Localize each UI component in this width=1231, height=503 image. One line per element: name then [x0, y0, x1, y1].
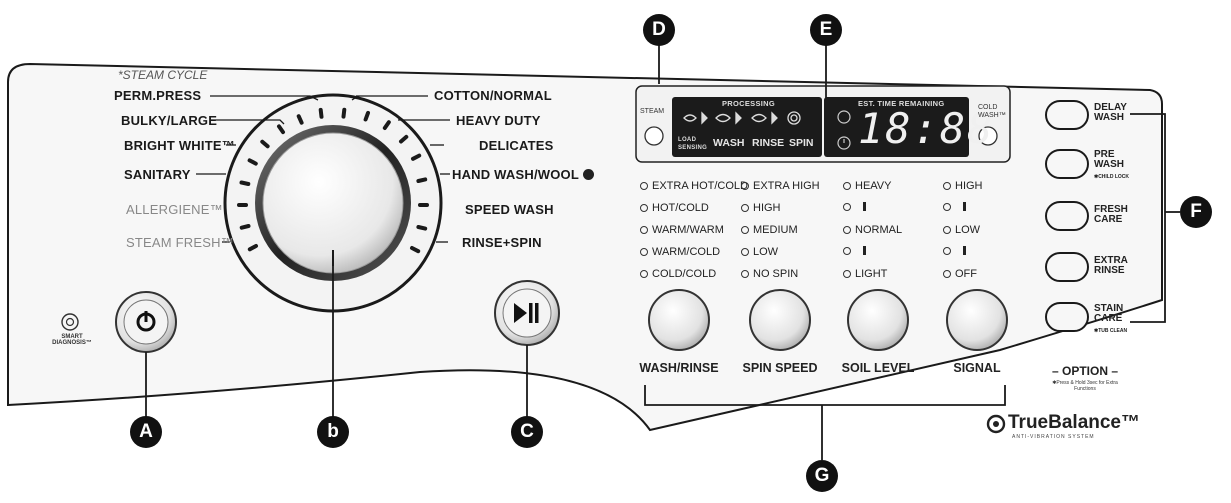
wash-stage: WASH	[713, 137, 745, 149]
signal-step	[943, 246, 966, 255]
rinse-stage: RINSE	[752, 137, 785, 149]
callout-d: D	[643, 14, 675, 46]
selector-knobs	[648, 289, 1008, 351]
signal-option: LOW	[943, 224, 980, 236]
spin-speed-knob[interactable]	[750, 290, 810, 350]
clock-icons	[837, 110, 851, 150]
truebalance-tagline: ANTI-VIBRATION SYSTEM	[1012, 434, 1095, 440]
spin-speed-option: EXTRA HIGH	[741, 180, 820, 192]
signal-step	[943, 202, 966, 211]
steam-cycle-note: *STEAM CYCLE	[118, 68, 208, 82]
callout-g: G	[806, 460, 838, 492]
cycle-rinse-spin[interactable]: RINSE+SPIN	[462, 235, 542, 250]
wash-rinse-option: HOT/COLD	[640, 202, 709, 214]
soil-level-option: LIGHT	[843, 268, 887, 280]
callout-lines	[145, 44, 1180, 460]
processing-label: PROCESSING	[722, 99, 776, 108]
callout-b: b	[317, 416, 349, 448]
signal-knob[interactable]	[947, 290, 1007, 350]
signal-option: HIGH	[943, 180, 983, 192]
spin-speed-option: HIGH	[741, 202, 781, 214]
dial-tick-marks	[237, 107, 429, 254]
soil-level-knob-label[interactable]: SOIL LEVEL	[841, 361, 915, 375]
spin-speed-option: LOW	[741, 246, 778, 258]
callout-a: A	[130, 416, 162, 448]
process-icons	[683, 111, 801, 125]
wash-rinse-option: WARM/WARM	[640, 224, 724, 236]
cycle-delicates[interactable]: DELICATES	[479, 138, 554, 153]
cycle-cotton-normal[interactable]: COTTON/NORMAL	[434, 88, 552, 103]
wash-rinse-option: EXTRA HOT/COLD	[640, 180, 748, 192]
spin-speed-option: MEDIUM	[741, 224, 798, 236]
cycle-hand-wash-wool[interactable]: HAND WASH/WOOL	[452, 167, 594, 182]
soil-level-option: NORMAL	[843, 224, 902, 236]
cycle-steam-fresh[interactable]: STEAM FRESH™	[126, 235, 234, 250]
callout-e: E	[810, 14, 842, 46]
signal-knob-label[interactable]: SIGNAL	[953, 361, 1001, 375]
spin-stage: SPIN	[789, 137, 814, 149]
start-pause-button[interactable]	[495, 281, 559, 345]
soil-level-step	[843, 246, 866, 255]
cycle-bulky-large[interactable]: BULKY/LARGE	[121, 113, 218, 128]
steam-indicator	[644, 126, 664, 146]
wash-rinse-option: COLD/COLD	[640, 268, 716, 280]
soil-level-knob[interactable]	[848, 290, 908, 350]
spin-speed-option: NO SPIN	[741, 268, 798, 280]
cycle-speed-wash[interactable]: SPEED WASH	[465, 202, 554, 217]
callout-f: F	[1180, 196, 1212, 228]
cold-wash-indicator	[978, 126, 998, 146]
truebalance-logo: TrueBalance™	[1008, 412, 1140, 433]
time-digits: 18:88	[858, 104, 995, 153]
soil-level-step	[843, 202, 866, 211]
cycle-perm-press[interactable]: PERM.PRESS	[114, 88, 202, 103]
callout-c: C	[511, 416, 543, 448]
option-label: – OPTION –	[1052, 364, 1119, 378]
steam-label: STEAM	[640, 108, 665, 115]
cycle-selector-dial[interactable]	[255, 125, 411, 281]
wash-rinse-knob[interactable]	[649, 290, 709, 350]
cycle-sanitary[interactable]: SANITARY	[124, 167, 191, 182]
spin-speed-knob-label[interactable]: SPIN SPEED	[742, 361, 818, 375]
wash-rinse-knob-label[interactable]: WASH/RINSE	[639, 361, 719, 375]
load-sensing-label: LOAD SENSING	[678, 137, 708, 151]
soil-level-option: HEAVY	[843, 180, 891, 192]
time-remaining-label: EST. TIME REMAINING	[858, 99, 945, 108]
wash-rinse-option: WARM/COLD	[640, 246, 720, 258]
wool-icon	[582, 169, 594, 180]
signal-option: OFF	[943, 268, 977, 280]
time-screen	[824, 97, 969, 157]
option-note: ✱Press & Hold 3sec for Extra Functions	[1052, 380, 1118, 392]
cycle-heavy-duty[interactable]: HEAVY DUTY	[456, 113, 541, 128]
cycle-allergiene[interactable]: ALLERGIENE™	[126, 202, 223, 217]
option-buttons-shapes	[1045, 100, 1089, 332]
display-screen	[672, 97, 822, 157]
dial-leader-lines	[196, 95, 450, 243]
cycle-bright-white[interactable]: BRIGHT WHITE™	[124, 138, 235, 153]
power-button[interactable]	[116, 292, 176, 352]
